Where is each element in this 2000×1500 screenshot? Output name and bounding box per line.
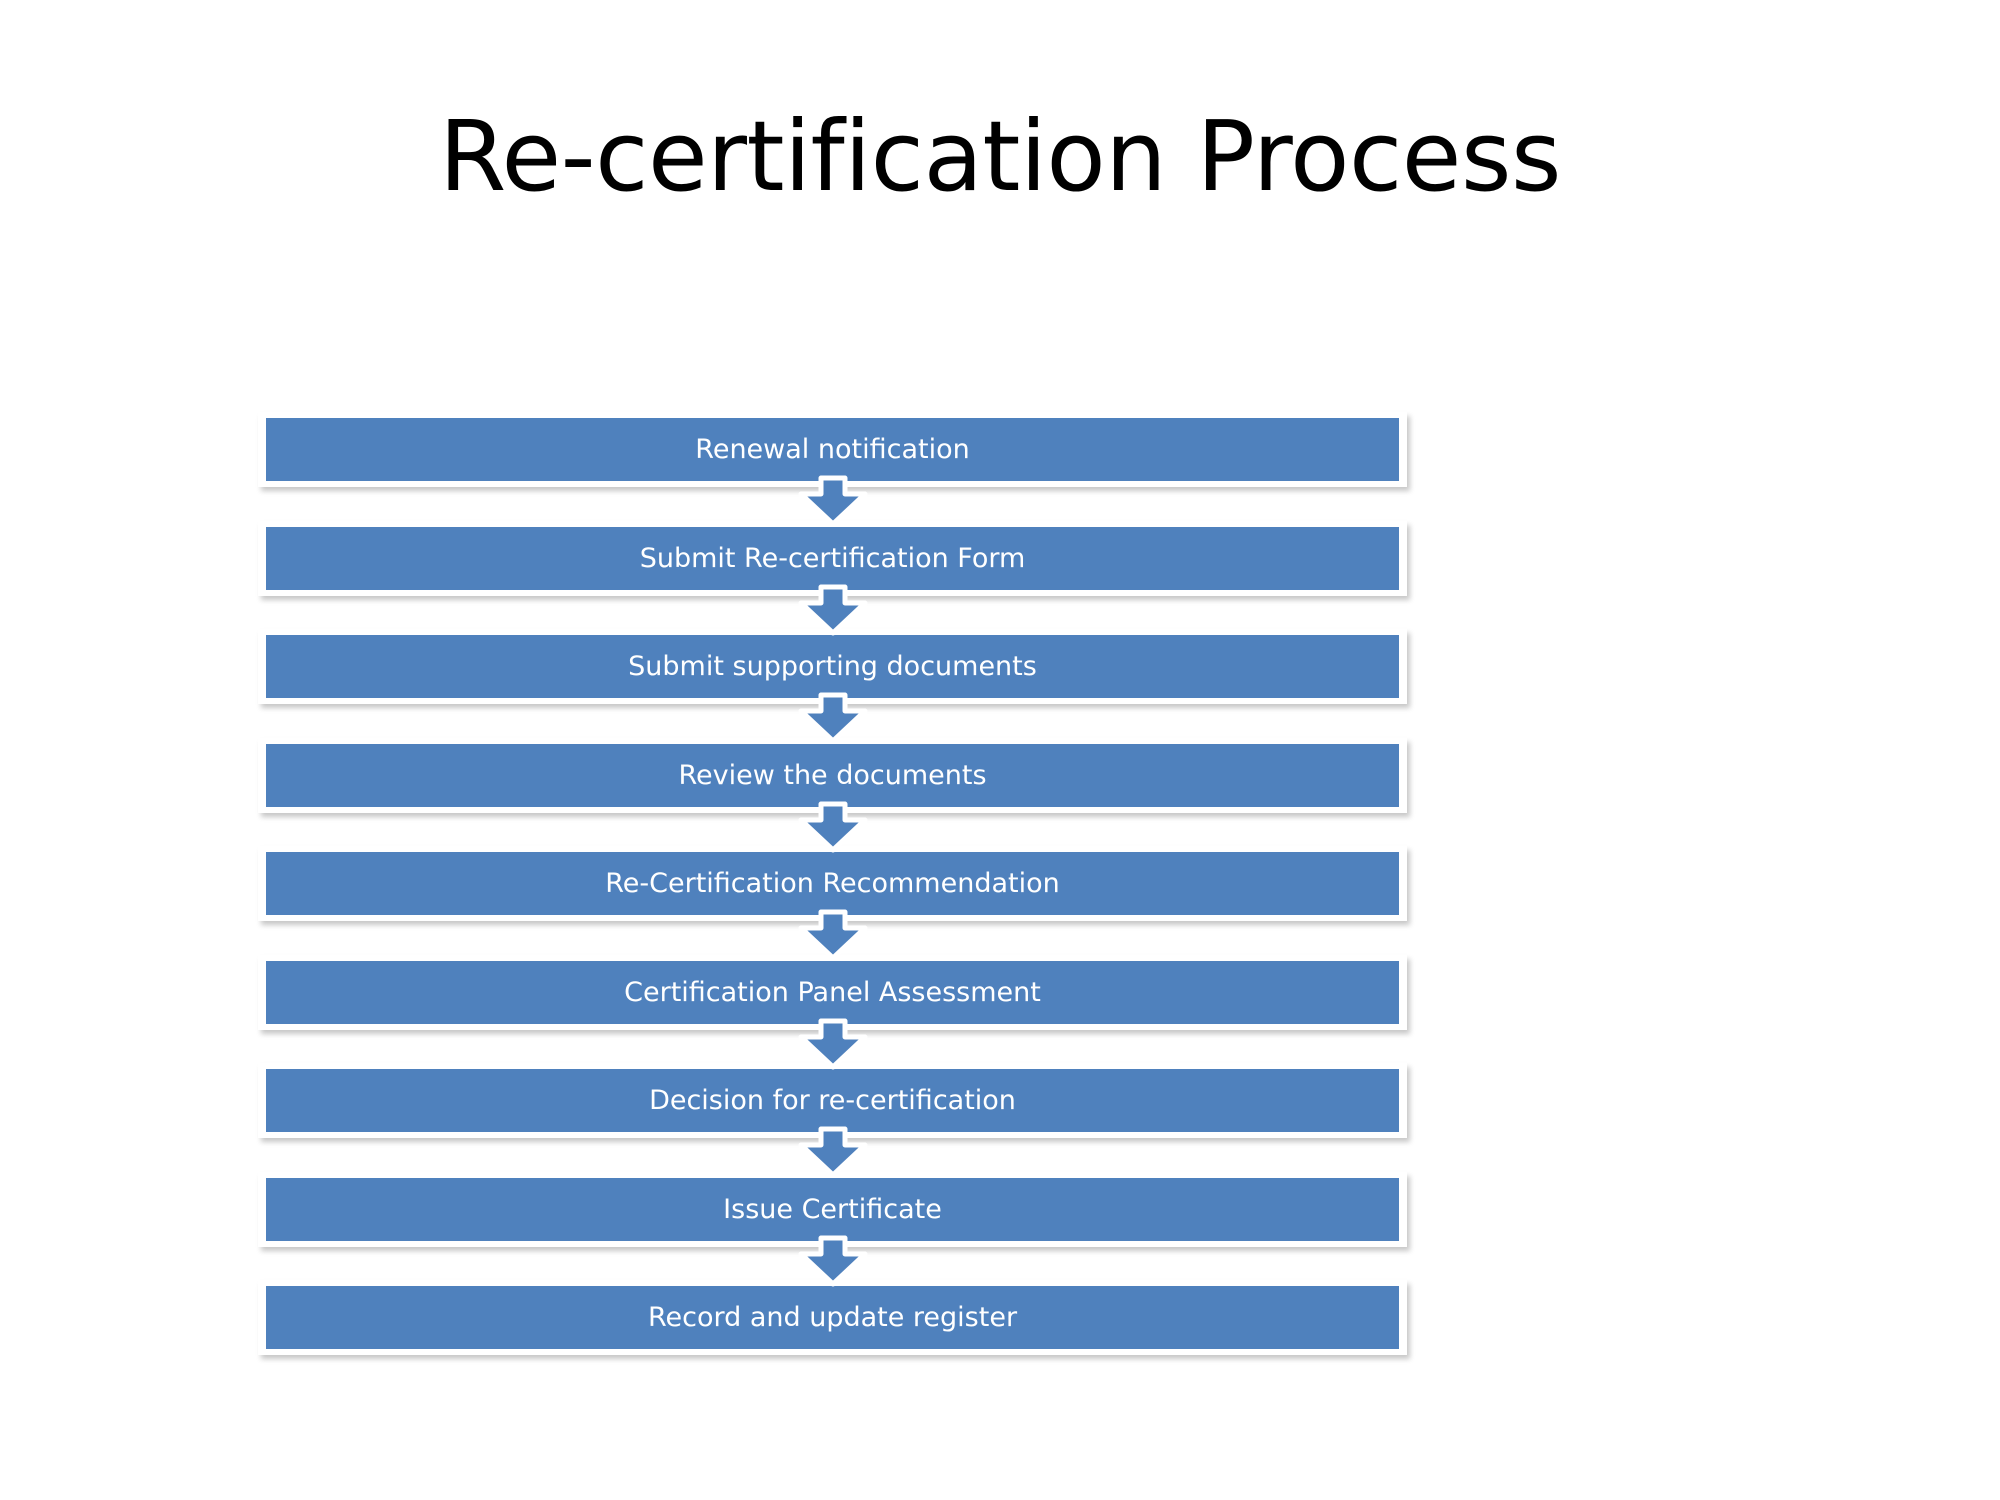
- flow-step-2[interactable]: Submit Re-certification Form: [258, 520, 1413, 635]
- flow-step-4-plate[interactable]: Review the documents: [258, 737, 1407, 813]
- arrow-down-icon: [797, 1126, 869, 1178]
- arrow-down-icon: [797, 801, 869, 852]
- flow-step-8[interactable]: Issue Certificate: [258, 1171, 1413, 1286]
- flow-step-6[interactable]: Certification Panel Assessment: [258, 954, 1413, 1069]
- arrow-down-icon: [797, 1235, 869, 1286]
- flow-step-9-plate[interactable]: Record and update register: [258, 1280, 1407, 1355]
- flow-step-5-box[interactable]: Re-Certification Recommendation: [266, 852, 1399, 915]
- flow-step-1-box[interactable]: Renewal notification: [266, 418, 1399, 481]
- flow-step-7-label: Decision for re-certification: [649, 1085, 1016, 1116]
- flow-step-1[interactable]: Renewal notification: [258, 412, 1413, 527]
- flow-step-3-box[interactable]: Submit supporting documents: [266, 635, 1399, 698]
- flow-step-4-box[interactable]: Review the documents: [266, 743, 1399, 807]
- flow-step-2-label: Submit Re-certification Form: [639, 542, 1026, 574]
- flow-step-1-label: Renewal notification: [695, 434, 970, 465]
- flow-step-5[interactable]: Re-Certification Recommendation: [258, 846, 1413, 961]
- flow-step-7-plate[interactable]: Decision for re-certification: [258, 1063, 1407, 1138]
- flow-step-6-box[interactable]: Certification Panel Assessment: [266, 960, 1399, 1024]
- flow-step-5-label: Re-Certification Recommendation: [605, 868, 1060, 899]
- page-title: Re-certification Process: [438, 100, 1562, 213]
- flow-step-8-label: Issue Certificate: [723, 1193, 942, 1225]
- flow-step-6-label: Certification Panel Assessment: [624, 976, 1041, 1008]
- flow-step-9[interactable]: Record and update register: [258, 1280, 1413, 1389]
- flow-step-5-plate[interactable]: Re-Certification Recommendation: [258, 846, 1407, 921]
- flow-step-9-label: Record and update register: [647, 1302, 1018, 1333]
- arrow-down-icon: [797, 909, 869, 961]
- flow-step-9-box[interactable]: Record and update register: [266, 1286, 1399, 1349]
- flow-step-3[interactable]: Submit supporting documents: [258, 629, 1413, 744]
- flow-step-4[interactable]: Review the documents: [258, 737, 1413, 852]
- arrow-down-icon: [797, 584, 869, 635]
- arrow-down-icon: [797, 692, 869, 744]
- flow-step-8-box[interactable]: Issue Certificate: [266, 1177, 1399, 1241]
- flow-step-3-plate[interactable]: Submit supporting documents: [258, 629, 1407, 704]
- flow-step-3-label: Submit supporting documents: [628, 651, 1037, 682]
- arrow-down-icon: [797, 475, 869, 527]
- flow-step-4-label: Review the documents: [678, 759, 987, 791]
- flow-step-7[interactable]: Decision for re-certification: [258, 1063, 1413, 1178]
- flow-step-6-plate[interactable]: Certification Panel Assessment: [258, 954, 1407, 1030]
- flow-step-2-plate[interactable]: Submit Re-certification Form: [258, 520, 1407, 596]
- arrow-down-icon: [797, 1018, 869, 1069]
- flow-step-7-box[interactable]: Decision for re-certification: [266, 1069, 1399, 1132]
- flow-step-2-box[interactable]: Submit Re-certification Form: [266, 526, 1399, 590]
- flow-step-1-plate[interactable]: Renewal notification: [258, 412, 1407, 487]
- flow-step-8-plate[interactable]: Issue Certificate: [258, 1171, 1407, 1247]
- process-flowchart: Renewal notification Submit Re-certifica…: [258, 412, 1413, 1382]
